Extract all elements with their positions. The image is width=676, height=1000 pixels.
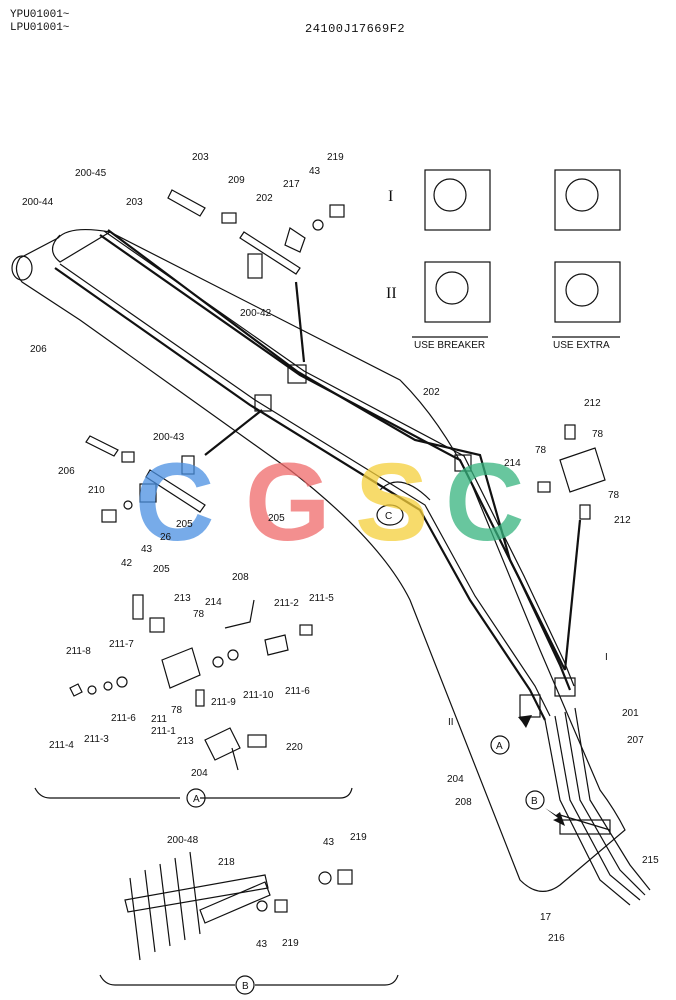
watermark-letter-2: G (245, 441, 331, 564)
watermark-letter-3: S (355, 441, 428, 564)
part-label: 17 (540, 912, 552, 923)
part-label: 78 (535, 445, 547, 456)
detail-c-label: C (385, 511, 392, 522)
part-label: 211-6 (111, 713, 136, 724)
part-label: 78 (592, 429, 604, 440)
part-label: 211-7 (109, 639, 134, 650)
caption-use-breaker: USE BREAKER (414, 340, 485, 351)
part-label: 206 (58, 466, 75, 477)
valve-block-detail (537, 424, 606, 520)
part-label: 208 (455, 797, 472, 808)
part-label: 205 (153, 564, 170, 575)
top-detail-parts (167, 189, 345, 279)
part-label: 211-2 (274, 598, 299, 609)
part-label: 211-10 (243, 690, 274, 701)
watermark-letter-4: C (445, 441, 524, 564)
part-label: 214 (504, 458, 521, 469)
part-label: 202 (423, 387, 440, 398)
serial-range-ypu: YPU01001~ (10, 9, 70, 21)
part-label: 211-8 (66, 646, 91, 657)
detail-a-label: A (193, 794, 200, 805)
part-label: 78 (193, 609, 205, 620)
part-label: 205 (176, 519, 193, 530)
hydraulic-pipes (54, 229, 651, 906)
caption-use-extra: USE EXTRA (553, 340, 610, 351)
arrow-a-marker (508, 715, 532, 735)
part-label: 208 (232, 572, 249, 583)
part-label: 219 (327, 152, 344, 163)
part-label: 211-4 (49, 740, 74, 751)
part-label: 209 (228, 175, 245, 186)
part-label: 43 (256, 939, 268, 950)
part-label: 42 (121, 558, 133, 569)
part-label: 218 (218, 857, 235, 868)
detail-b-label: B (242, 981, 249, 992)
clamp-detail-parts (85, 435, 206, 523)
part-label: 211-9 (211, 697, 236, 708)
part-label: 216 (548, 933, 565, 944)
detail-a-circle (490, 735, 510, 755)
part-label: 207 (627, 735, 644, 746)
part-label: 211 (151, 714, 167, 725)
part-label: 213 (177, 736, 194, 747)
part-label: 210 (88, 485, 105, 496)
arrow-b-marker (545, 808, 565, 826)
part-label: 211-1 (151, 726, 176, 737)
part-label: 212 (584, 398, 601, 409)
row-marker-i: I (388, 188, 393, 205)
watermark-logo: C G S C (135, 441, 524, 564)
detail-b-circle (525, 790, 545, 810)
callout-ii: II (448, 717, 454, 728)
callout-i: I (605, 652, 608, 663)
part-label: 212 (614, 515, 631, 526)
part-label: 43 (141, 544, 153, 555)
drawing-part-number: 24100J17669F2 (305, 22, 406, 36)
part-label: 203 (126, 197, 143, 208)
part-label: 215 (642, 855, 659, 866)
part-label: 200-48 (167, 835, 199, 846)
detail-a-parts (34, 594, 353, 808)
part-label: 204 (447, 774, 464, 785)
part-label: 219 (282, 938, 299, 949)
part-label: 211-6 (285, 686, 310, 697)
row-marker-ii: II (386, 285, 397, 302)
part-label: 219 (350, 832, 367, 843)
part-label: 205 (268, 513, 285, 524)
part-label: 200-44 (22, 197, 54, 208)
watermark-letter-1: C (135, 441, 214, 564)
detail-b-parts (99, 851, 399, 995)
part-label: 200-43 (153, 432, 185, 443)
part-label: 211-3 (84, 734, 109, 745)
part-label: 78 (608, 490, 620, 501)
part-label: 220 (286, 742, 303, 753)
detail-b-callout: B (531, 796, 538, 807)
part-label: 78 (171, 705, 183, 716)
valve-view-grid (412, 169, 621, 338)
part-label: 206 (30, 344, 47, 355)
part-label: 26 (160, 532, 172, 543)
part-label: 217 (283, 179, 300, 190)
part-label: 204 (191, 768, 208, 779)
part-label: 43 (323, 837, 335, 848)
detail-a-callout: A (496, 741, 503, 752)
serial-range-lpu: LPU01001~ (10, 22, 70, 34)
part-label: 202 (256, 193, 273, 204)
part-label: 213 (174, 593, 191, 604)
part-label: 203 (192, 152, 209, 163)
part-label: 211-5 (309, 593, 334, 604)
part-label: 201 (622, 708, 639, 719)
part-label: 43 (309, 166, 321, 177)
part-label: 200-42 (240, 308, 272, 319)
part-label: 214 (205, 597, 222, 608)
part-label: 200-45 (75, 168, 107, 179)
